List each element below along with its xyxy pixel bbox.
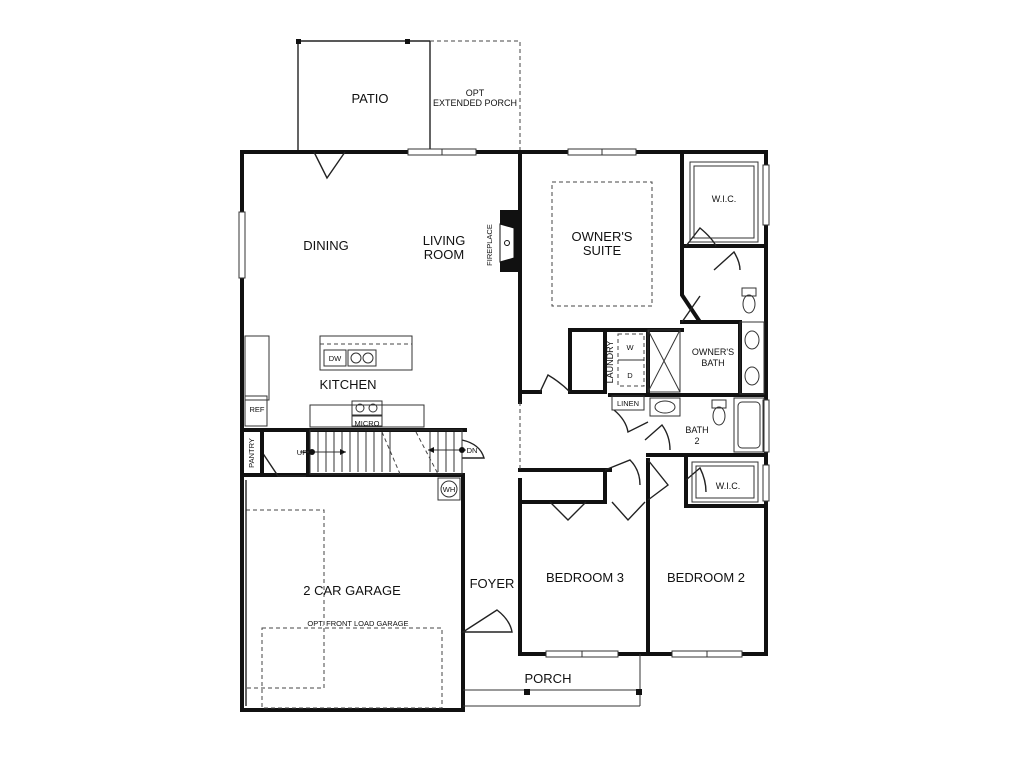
label-micro: MICRO	[355, 419, 380, 428]
fireplace: FIREPLACE	[485, 210, 520, 272]
label-laundry: LAUNDRY	[605, 341, 615, 384]
label-kitchen: KITCHEN	[319, 377, 376, 392]
porch-area	[463, 654, 642, 707]
label-foyer: FOYER	[470, 576, 515, 591]
label-wh: WH	[443, 485, 456, 494]
label-bedroom3: BEDROOM 3	[546, 570, 624, 585]
label-bedroom2: BEDROOM 2	[667, 570, 745, 585]
kitchen-island	[319, 335, 413, 371]
label-opt-porch-2: EXTENDED PORCH	[433, 98, 517, 108]
label-opt-porch-1: OPT	[466, 88, 485, 98]
label-bath2-1: BATH	[685, 425, 708, 435]
label-linen: LINEN	[617, 399, 639, 408]
tray-ceiling	[551, 181, 653, 307]
bath2-fixtures	[611, 395, 765, 453]
label-up: UP	[297, 448, 307, 457]
label-opt-garage: OPT. FRONT LOAD GARAGE	[307, 619, 408, 628]
label-owners-bath-2: BATH	[701, 358, 724, 368]
patio-area	[296, 39, 521, 152]
label-living-1: LIVING	[423, 233, 466, 248]
label-dining: DINING	[303, 238, 349, 253]
label-wic-bed2: W.I.C.	[716, 481, 741, 491]
label-ref: REF	[250, 405, 265, 414]
label-dryer: D	[627, 371, 633, 380]
garage-outlines	[245, 480, 443, 709]
label-owners-suite-1: OWNER'S	[572, 229, 633, 244]
label-pantry: PANTRY	[247, 438, 256, 468]
windows	[238, 148, 770, 658]
label-porch: PORCH	[525, 671, 572, 686]
fireplace-label: FIREPLACE	[485, 224, 494, 266]
doors	[261, 151, 741, 633]
label-dn: DN	[467, 446, 478, 455]
stairs	[300, 429, 466, 475]
label-living-2: ROOM	[424, 247, 464, 262]
label-bath2-2: 2	[694, 436, 699, 446]
water-heater	[437, 477, 461, 501]
label-garage: 2 CAR GARAGE	[303, 583, 401, 598]
owners-bath-fixtures	[647, 287, 765, 395]
wic-top-shelf	[689, 161, 759, 243]
laundry-fixtures	[617, 333, 645, 387]
label-owners-suite-2: SUITE	[583, 243, 622, 258]
label-patio: PATIO	[351, 91, 388, 106]
label-owners-bath-1: OWNER'S	[692, 347, 734, 357]
label-washer: W	[626, 343, 634, 352]
label-dw: DW	[329, 354, 342, 363]
label-wic-top: W.I.C.	[712, 194, 737, 204]
